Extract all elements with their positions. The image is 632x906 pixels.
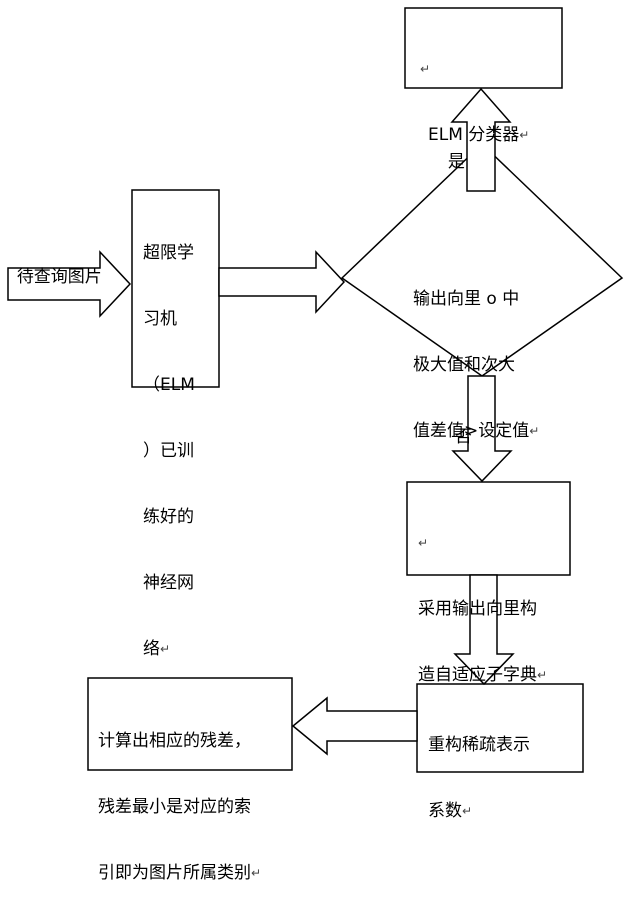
paragraph-mark: ↵ (519, 128, 529, 142)
residual-result-line: 计算出相应的残差， (98, 730, 261, 752)
adaptive-dictionary-label: ↵ 采用输出向里构 造自适应子字典↵ (418, 488, 547, 708)
elm-network-line: 络↵ (143, 638, 195, 660)
elm-network-line: 超限学 (143, 242, 195, 264)
sparse-to-result-arrow (293, 698, 417, 754)
paragraph-mark: ↵ (529, 424, 539, 438)
elm-classifier-label: ↵ ELM 分类器↵ (420, 14, 529, 168)
paragraph-mark: ↵ (418, 536, 428, 550)
sparse-coefficients-line: 重构稀疏表示 (428, 734, 530, 756)
elm-network-line: ）已训 (143, 440, 195, 462)
decision-label: 输出向里 o 中 极大值和次大 值差值>设定值↵ (413, 244, 539, 464)
elm-network-label: 超限学 习机 （ELM ）已训 练好的 神经网 络↵ (143, 198, 195, 682)
elm-network-line: （ELM (143, 374, 195, 396)
decision-line: 值差值>设定值↵ (413, 420, 539, 442)
network-to-decision-arrow (219, 252, 344, 312)
sparse-coefficients-line: 系数↵ (428, 800, 530, 822)
residual-result-line: 残差最小是对应的索 (98, 796, 261, 818)
residual-result-line: 引即为图片所属类别↵ (98, 862, 261, 884)
elm-network-line: 神经网 (143, 572, 195, 594)
elm-network-line: 习机 (143, 308, 195, 330)
no-label: 否 (444, 404, 472, 448)
decision-line: 极大值和次大 (413, 354, 539, 376)
elm-network-line: 练好的 (143, 506, 195, 528)
paragraph-mark: ↵ (420, 62, 430, 76)
paragraph-mark: ↵ (160, 642, 170, 656)
adaptive-dictionary-line: 采用输出向里构 (418, 598, 547, 620)
paragraph-mark: ↵ (537, 668, 547, 682)
adaptive-dictionary-line: 造自适应子字典↵ (418, 664, 547, 686)
input-label: 待查询图片 (6, 244, 102, 288)
paragraph-mark: ↵ (462, 804, 472, 818)
residual-result-label: 计算出相应的残差， 残差最小是对应的索 引即为图片所属类别↵ (98, 686, 261, 906)
sparse-coefficients-label: 重构稀疏表示 系数↵ (428, 690, 530, 844)
paragraph-mark: ↵ (251, 866, 261, 880)
decision-line: 输出向里 o 中 (413, 288, 539, 310)
